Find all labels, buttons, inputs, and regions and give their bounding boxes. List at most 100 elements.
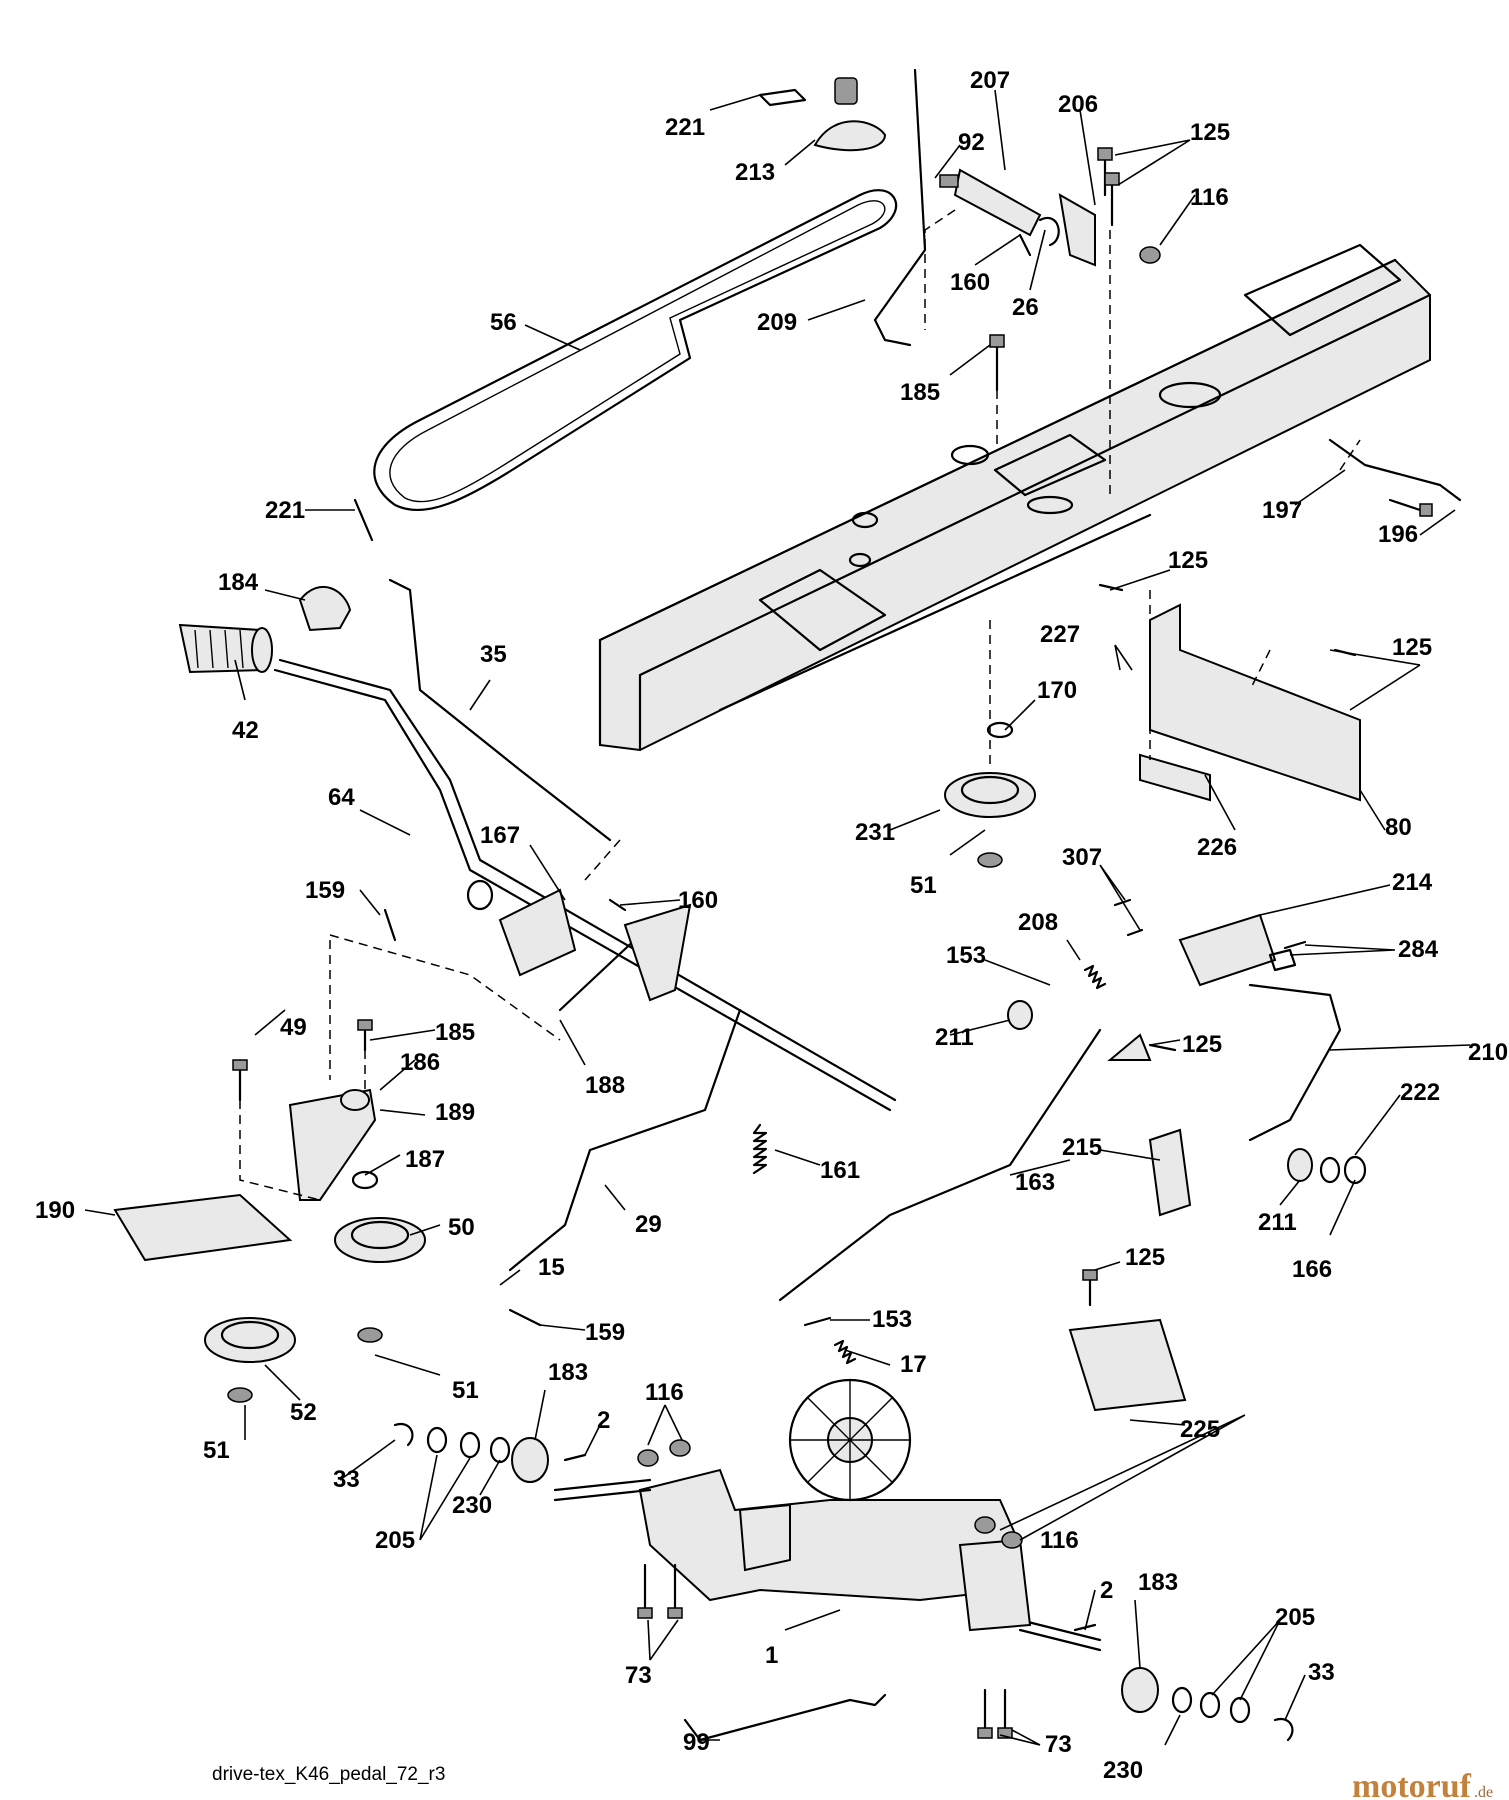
clip-153b <box>803 1316 832 1327</box>
arm-207 <box>953 168 1042 237</box>
label-215: 215 <box>1062 1134 1102 1161</box>
knob-213-top <box>834 77 858 105</box>
label-42: 42 <box>232 717 259 744</box>
label-207: 207 <box>970 67 1010 94</box>
washers <box>340 721 1367 1724</box>
label-51: 51 <box>910 872 937 899</box>
screws-307 <box>1113 898 1144 937</box>
label-205: 205 <box>375 1527 415 1554</box>
label-186: 186 <box>400 1049 440 1076</box>
label-206: 206 <box>1058 91 1098 118</box>
small-parts <box>353 88 1307 1742</box>
clip-160a <box>1018 233 1032 257</box>
label-51: 51 <box>203 1437 230 1464</box>
grip-42 <box>178 623 273 674</box>
rod-163 <box>778 1028 1102 1302</box>
label-161: 161 <box>820 1157 860 1184</box>
label-116: 116 <box>645 1379 684 1406</box>
label-116: 116 <box>1040 1527 1079 1554</box>
label-64: 64 <box>328 784 355 811</box>
label-230: 230 <box>452 1492 492 1519</box>
label-33: 33 <box>1308 1659 1335 1686</box>
label-222: 222 <box>1400 1079 1440 1106</box>
label-125: 125 <box>1125 1244 1165 1271</box>
bracket-153a <box>1107 1033 1152 1061</box>
label-185: 185 <box>435 1019 475 1046</box>
rod-35 <box>388 578 612 842</box>
ring-26 <box>1038 216 1060 247</box>
label-73: 73 <box>1045 1731 1072 1758</box>
lever-210 <box>1248 983 1342 1142</box>
label-211: 211 <box>935 1024 974 1051</box>
clip-160b <box>608 898 627 912</box>
knob-213 <box>813 120 887 152</box>
knob-184 <box>298 585 352 632</box>
belt-56 <box>373 189 898 512</box>
nuts-284 <box>1268 940 1307 972</box>
label-51: 51 <box>452 1377 479 1404</box>
label-125: 125 <box>1168 547 1208 574</box>
rod-99 <box>683 1693 887 1742</box>
label-35: 35 <box>480 641 507 668</box>
frame-chassis <box>598 243 1432 752</box>
pad-215 <box>1148 1128 1192 1217</box>
label-225: 225 <box>1180 1416 1220 1443</box>
label-125: 125 <box>1182 1031 1222 1058</box>
label-187: 187 <box>405 1146 445 1173</box>
label-211: 211 <box>1258 1209 1297 1236</box>
label-185: 185 <box>900 379 940 406</box>
brackets <box>113 168 1361 1412</box>
label-159: 159 <box>305 877 345 904</box>
label-17: 17 <box>900 1351 927 1378</box>
label-2: 2 <box>597 1407 610 1434</box>
label-227: 227 <box>1040 621 1080 648</box>
label-49: 49 <box>280 1014 307 1041</box>
shaft-64 <box>278 658 897 1102</box>
svg-text:motoruf: motoruf <box>1352 1768 1472 1800</box>
plate-190 <box>113 1193 293 1262</box>
rod-188 <box>558 933 642 1012</box>
label-99: 99 <box>683 1729 710 1756</box>
label-221: 221 <box>665 114 705 141</box>
label-213: 213 <box>735 159 775 186</box>
label-226: 226 <box>1197 834 1237 861</box>
rod-209 <box>873 68 927 347</box>
clip-221b <box>353 498 374 542</box>
bracket-225 <box>1068 1318 1187 1412</box>
label-205: 205 <box>1275 1604 1315 1631</box>
rods <box>273 68 1462 1742</box>
label-190: 190 <box>35 1197 75 1224</box>
label-210: 210 <box>1468 1039 1508 1066</box>
pin-159a <box>383 908 397 942</box>
label-189: 189 <box>435 1099 475 1126</box>
label-15: 15 <box>538 1254 565 1281</box>
label-1: 1 <box>765 1642 778 1669</box>
label-209: 209 <box>757 309 797 336</box>
label-125: 125 <box>1392 634 1432 661</box>
label-56: 56 <box>490 309 517 336</box>
callouts: 221 213 207 206 125 92 116 160 26 56 209… <box>35 67 1508 1784</box>
assembly-lines <box>239 209 1361 1201</box>
label-159: 159 <box>585 1319 625 1346</box>
label-73: 73 <box>625 1662 652 1689</box>
pulleys <box>204 772 1036 1403</box>
label-214: 214 <box>1392 869 1433 896</box>
bracket-167 <box>498 888 577 977</box>
label-125: 125 <box>1190 119 1230 146</box>
pin-159b <box>508 1308 542 1327</box>
clip-221a <box>758 88 807 107</box>
label-26: 26 <box>1012 294 1039 321</box>
diagram-caption: drive-tex_K46_pedal_72_r3 <box>212 1764 445 1785</box>
svg-text:.de: .de <box>1474 1784 1493 1800</box>
watermark-logo: motoruf .de <box>1352 1768 1493 1800</box>
label-29: 29 <box>635 1211 662 1238</box>
label-153: 153 <box>872 1306 912 1333</box>
label-153: 153 <box>946 942 986 969</box>
label-167: 167 <box>480 822 520 849</box>
label-166: 166 <box>1292 1256 1332 1283</box>
label-33: 33 <box>333 1466 360 1493</box>
springs <box>752 964 1107 1365</box>
leader-lines <box>84 89 1471 1746</box>
label-208: 208 <box>1018 909 1058 936</box>
